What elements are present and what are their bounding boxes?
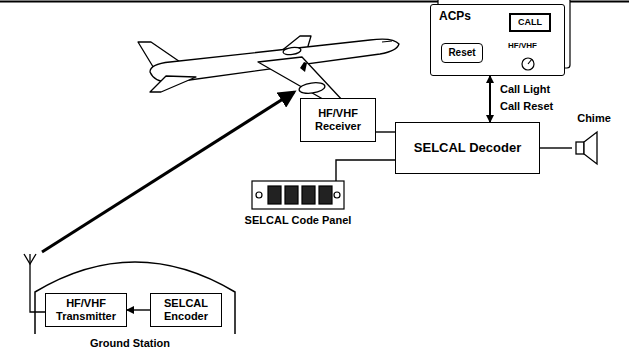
transmitter-box: HF/VHF Transmitter [45, 293, 127, 327]
connector-line [127, 309, 150, 310]
connector-line [376, 131, 395, 132]
speaker-symbol [576, 132, 597, 164]
connector-line [489, 76, 491, 122]
airplane [138, 36, 399, 102]
node-text: SELCAL Decoder [414, 141, 521, 156]
receiver-box: HF/VHF Receiver [300, 98, 376, 142]
node-text: HF/VHF Receiver [305, 107, 371, 132]
node-text: Ground Station [20, 337, 240, 349]
ground-station-dome [35, 262, 235, 334]
chime-node: Chime [572, 112, 616, 168]
ground-station-node: Ground Station HF/VHF Transmitter SELCAL E… [20, 248, 240, 354]
connector-line [540, 147, 572, 148]
call-button: CALL [509, 13, 551, 32]
encoder-box: SELCAL Encoder [150, 293, 222, 327]
signal-label: Call Reset [500, 100, 553, 112]
acp-panel: ACPsCALL Reset [430, 4, 565, 76]
reset-button: Reset [441, 43, 483, 63]
radio-path-arrow [42, 92, 294, 252]
node-text: ACPs [439, 9, 471, 23]
node-text: SELCAL Encoder [155, 297, 217, 322]
node-text: Chime [572, 112, 616, 124]
acp-knob [522, 58, 534, 70]
code-panel-node: SELCAL Code Panel [244, 181, 352, 231]
decoder-box: SELCAL Decoder [395, 122, 540, 174]
node-text: Reset [448, 47, 475, 59]
ground-antenna [24, 254, 45, 312]
code-panel-symbol [252, 181, 344, 209]
control-label: HF/VHF [508, 41, 537, 50]
connector-line [336, 160, 395, 181]
aircraft-antenna [300, 62, 307, 72]
node-text: CALL [518, 17, 542, 27]
node-text: SELCAL Code Panel [244, 214, 352, 226]
node-text: HF/VHF Transmitter [50, 297, 122, 322]
signal-label: Call Light [500, 83, 550, 95]
